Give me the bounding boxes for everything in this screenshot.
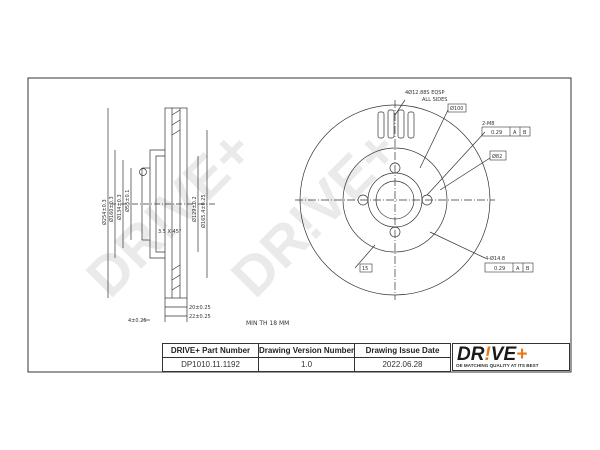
min-thickness: MIN TH 18 MM (246, 320, 289, 327)
label-all-sides: ALL SIDES (422, 97, 447, 103)
dim-d5: Ø129±0.2 (191, 196, 198, 222)
label-m8: 2-M8 (482, 121, 494, 127)
dim-w2: 22±0.25 (189, 314, 211, 320)
front-view (295, 99, 495, 300)
drawing-frame (27, 77, 572, 373)
logo-ve: VE (490, 344, 517, 365)
side-view-labels: Ø254±0.3 Ø160±0.3 Ø134±0.3 Ø55±0.1 Ø129±… (101, 190, 211, 324)
label-pin: 4-Ø14.8 (485, 255, 505, 262)
label-datum-a: A (513, 130, 517, 136)
dim-d6: Ø165.4±0.25 (200, 194, 207, 228)
label-flat2: 0.29 (494, 266, 505, 272)
value-issue-date: 2022.06.28 (354, 357, 451, 372)
label-datum-b2: B (526, 266, 530, 272)
title-block-values: DP1010.11.1192 1.0 2022.06.28 (162, 357, 451, 372)
label-datum-b: B (523, 130, 527, 136)
brand-box: DR!VE+ OE MATCHING QUALITY AT ITS BEST (452, 343, 570, 371)
dim-d1: Ø254±0.3 (101, 199, 108, 225)
header-part-number: DRIVE+ Part Number (162, 343, 259, 358)
brand-logo: DR!VE+ (457, 344, 527, 366)
dim-w3: 4±0.25 (128, 318, 147, 324)
title-block-header: DRIVE+ Part Number Drawing Version Numbe… (162, 343, 451, 358)
label-flat: 0.29 (491, 130, 502, 136)
brand-tagline: OE MATCHING QUALITY AT ITS BEST (456, 363, 539, 368)
dim-d2: Ø160±0.3 (108, 196, 115, 222)
label-datum-a2: A (516, 266, 520, 272)
header-issue-date: Drawing Issue Date (354, 343, 451, 358)
logo-dr: DR (457, 344, 485, 365)
label-holes: 4Ø12.88S EQSP (405, 89, 444, 96)
watermark-group: DR!VE+ DR!VE+ (74, 118, 410, 309)
value-part-number: DP1010.11.1192 (162, 357, 259, 372)
front-view-labels: 4Ø12.88S EQSP ALL SIDES Ø100 2-M8 0.29 A… (359, 89, 534, 273)
logo-plus: + (516, 344, 528, 365)
side-view (107, 107, 215, 322)
dim-angle: 3.5 X 45° (158, 229, 182, 235)
label-rot: 15 (362, 266, 368, 272)
value-version: 1.0 (258, 357, 355, 372)
label-pcd: Ø100 (450, 105, 463, 112)
logo-bang: ! (484, 344, 491, 365)
label-center: Ø82 (492, 153, 502, 160)
dim-d4: Ø55±0.1 (124, 190, 131, 212)
header-version: Drawing Version Number (258, 343, 355, 358)
dim-d3: Ø134±0.3 (116, 194, 123, 220)
dim-w1: 20±0.25 (189, 305, 211, 311)
title-block: DRIVE+ Part Number Drawing Version Numbe… (162, 343, 451, 372)
